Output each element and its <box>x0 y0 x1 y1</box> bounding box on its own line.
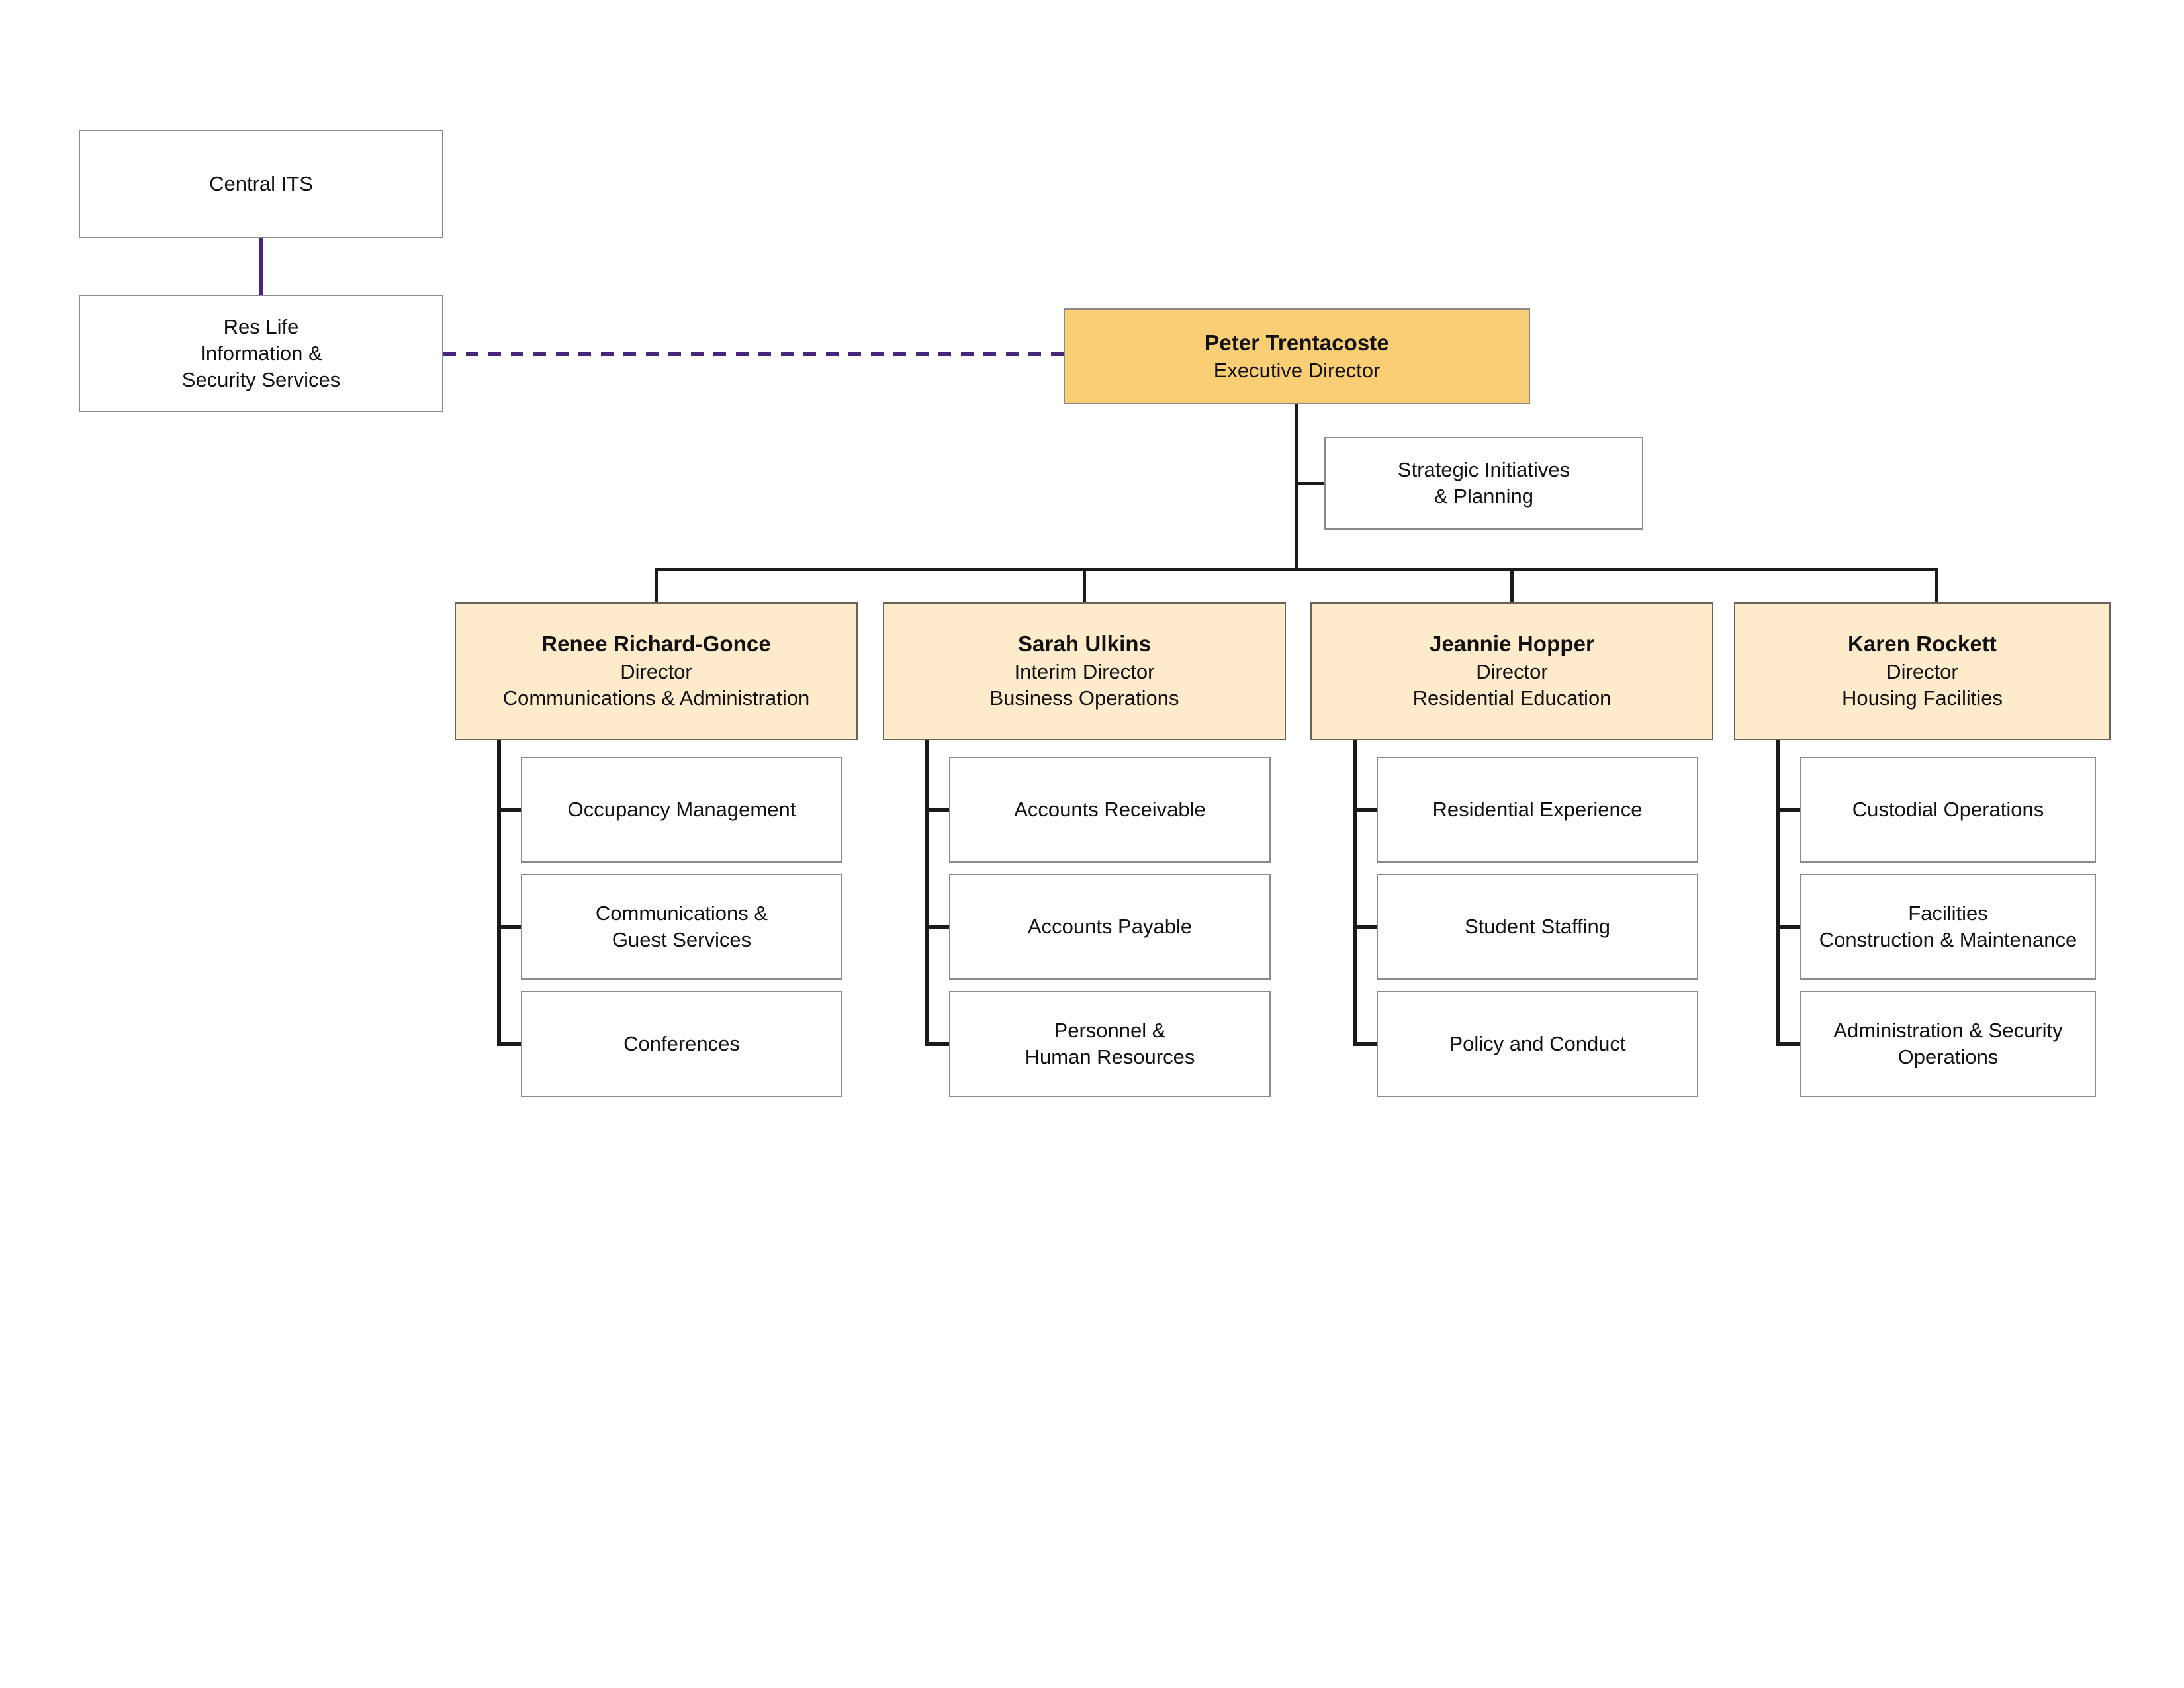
node-unit-1-1[interactable]: Occupancy Management <box>521 757 842 863</box>
director-1-name: Renee Richard-Gonce <box>541 632 771 657</box>
unit-1-3-line-1: Conferences <box>623 1031 740 1055</box>
node-director-4[interactable]: Karen Rockett Director Housing Facilitie… <box>1734 602 2111 740</box>
unit-1-2-line-2: Guest Services <box>612 928 752 951</box>
director-2-title: Interim Director <box>1014 660 1155 684</box>
strategic-initiatives-line-1: Strategic Initiatives <box>1397 457 1570 481</box>
director-1-title: Director <box>620 660 692 684</box>
executive-title: Executive Director <box>1213 358 1381 382</box>
connector-drop-director-1 <box>655 568 658 603</box>
director-1-department: Communications & Administration <box>502 686 810 710</box>
unit-3-1-line-1: Residential Experience <box>1432 797 1643 821</box>
dotted-reporting-line <box>443 352 1066 356</box>
connector-exec-to-strategic-initiatives <box>1295 482 1324 485</box>
director-4-title: Director <box>1886 660 1958 684</box>
unit-2-2-line-1: Accounts Payable <box>1027 914 1193 938</box>
connector-stub-2-3 <box>925 1042 950 1046</box>
node-unit-4-3[interactable]: Administration & Security Operations <box>1800 991 2096 1097</box>
connector-stub-2-2 <box>925 925 950 929</box>
unit-2-3-line-2: Human Resources <box>1024 1045 1195 1068</box>
res-life-iss-line-1: Res Life <box>223 314 299 338</box>
node-executive-director[interactable]: Peter Trentacoste Executive Director <box>1064 308 1530 404</box>
unit-1-1-line-1: Occupancy Management <box>567 797 796 821</box>
node-unit-4-2[interactable]: Facilities Construction & Maintenance <box>1800 874 2096 980</box>
director-4-name: Karen Rockett <box>1847 632 1997 657</box>
node-unit-3-1[interactable]: Residential Experience <box>1377 757 1698 863</box>
director-2-department: Business Operations <box>989 686 1179 710</box>
connector-stub-1-1 <box>497 808 522 812</box>
connector-stub-4-3 <box>1776 1042 1801 1046</box>
unit-2-1-line-1: Accounts Receivable <box>1014 797 1206 821</box>
connector-stub-4-2 <box>1776 925 1801 929</box>
unit-2-3-line-1: Personnel & <box>1054 1018 1166 1042</box>
connector-drop-director-2 <box>1083 568 1086 603</box>
node-unit-4-1[interactable]: Custodial Operations <box>1800 757 2096 863</box>
unit-3-3-line-1: Policy and Conduct <box>1449 1031 1626 1055</box>
connector-stub-1-3 <box>497 1042 522 1046</box>
connector-spine-column-4 <box>1776 740 1780 1046</box>
node-unit-2-3[interactable]: Personnel & Human Resources <box>949 991 1271 1097</box>
res-life-iss-line-3: Security Services <box>181 368 341 392</box>
connector-stub-2-1 <box>925 808 950 812</box>
director-3-department: Residential Education <box>1412 686 1612 710</box>
connector-stub-1-2 <box>497 925 522 929</box>
node-director-1[interactable]: Renee Richard-Gonce Director Communicati… <box>455 602 858 740</box>
director-3-name: Jeannie Hopper <box>1430 632 1594 657</box>
unit-4-3-line-1: Administration & Security <box>1833 1018 2063 1042</box>
node-director-2[interactable]: Sarah Ulkins Interim Director Business O… <box>883 602 1286 740</box>
connector-stub-3-3 <box>1353 1042 1378 1046</box>
node-res-life-information-security-services[interactable]: Res Life Information & Security Services <box>79 295 443 412</box>
connector-drop-director-3 <box>1510 568 1514 603</box>
node-unit-2-1[interactable]: Accounts Receivable <box>949 757 1271 863</box>
connector-drop-director-4 <box>1935 568 1938 603</box>
director-3-title: Director <box>1476 660 1548 684</box>
unit-4-2-line-2: Construction & Maintenance <box>1819 928 2077 951</box>
strategic-initiatives-line-2: & Planning <box>1434 485 1533 508</box>
executive-name: Peter Trentacoste <box>1205 330 1389 355</box>
connector-stub-3-2 <box>1353 925 1378 929</box>
connector-spine-column-1 <box>497 740 501 1046</box>
unit-4-1-line-1: Custodial Operations <box>1852 797 2044 821</box>
unit-4-3-line-2: Operations <box>1897 1045 1999 1068</box>
connector-exec-trunk <box>1295 404 1298 570</box>
unit-1-2-line-1: Communications & <box>595 901 768 925</box>
connector-stub-3-1 <box>1353 808 1378 812</box>
central-its-label: Central ITS <box>209 171 313 195</box>
node-unit-3-2[interactable]: Student Staffing <box>1377 874 1698 980</box>
director-4-department: Housing Facilities <box>1842 686 2003 710</box>
node-central-its[interactable]: Central ITS <box>79 130 443 238</box>
connector-stub-4-1 <box>1776 808 1801 812</box>
director-2-name: Sarah Ulkins <box>1017 632 1152 657</box>
unit-4-2-line-1: Facilities <box>1908 901 1988 925</box>
node-unit-3-3[interactable]: Policy and Conduct <box>1377 991 1698 1097</box>
connector-director-distribution-bar <box>655 568 1938 571</box>
node-unit-2-2[interactable]: Accounts Payable <box>949 874 1271 980</box>
connector-its-to-resliferss <box>259 238 263 295</box>
node-strategic-initiatives-planning[interactable]: Strategic Initiatives & Planning <box>1324 437 1643 530</box>
node-unit-1-3[interactable]: Conferences <box>521 991 842 1097</box>
connector-spine-column-2 <box>925 740 929 1046</box>
node-director-3[interactable]: Jeannie Hopper Director Residential Educ… <box>1310 602 1713 740</box>
res-life-iss-line-2: Information & <box>200 341 322 365</box>
unit-3-2-line-1: Student Staffing <box>1464 914 1611 938</box>
node-unit-1-2[interactable]: Communications & Guest Services <box>521 874 842 980</box>
connector-spine-column-3 <box>1353 740 1357 1046</box>
